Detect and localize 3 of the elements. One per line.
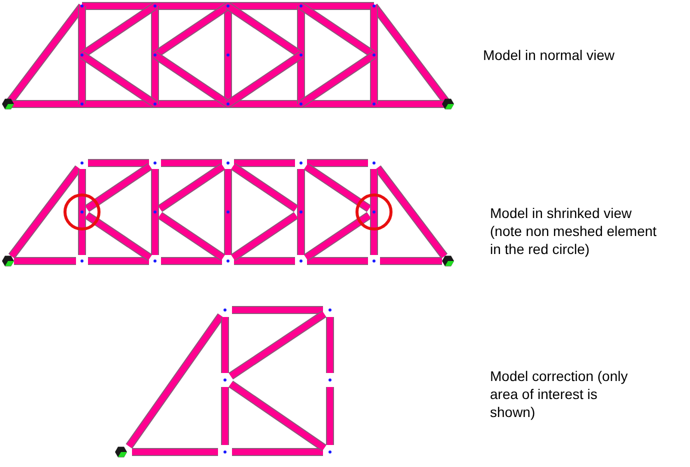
view-description: Model in normal view [483, 46, 616, 64]
view-description: Model in shrinked view (note non meshed element in the red circle) [490, 204, 658, 258]
view-description: Model correction (only area of interest is shown) [490, 367, 629, 421]
